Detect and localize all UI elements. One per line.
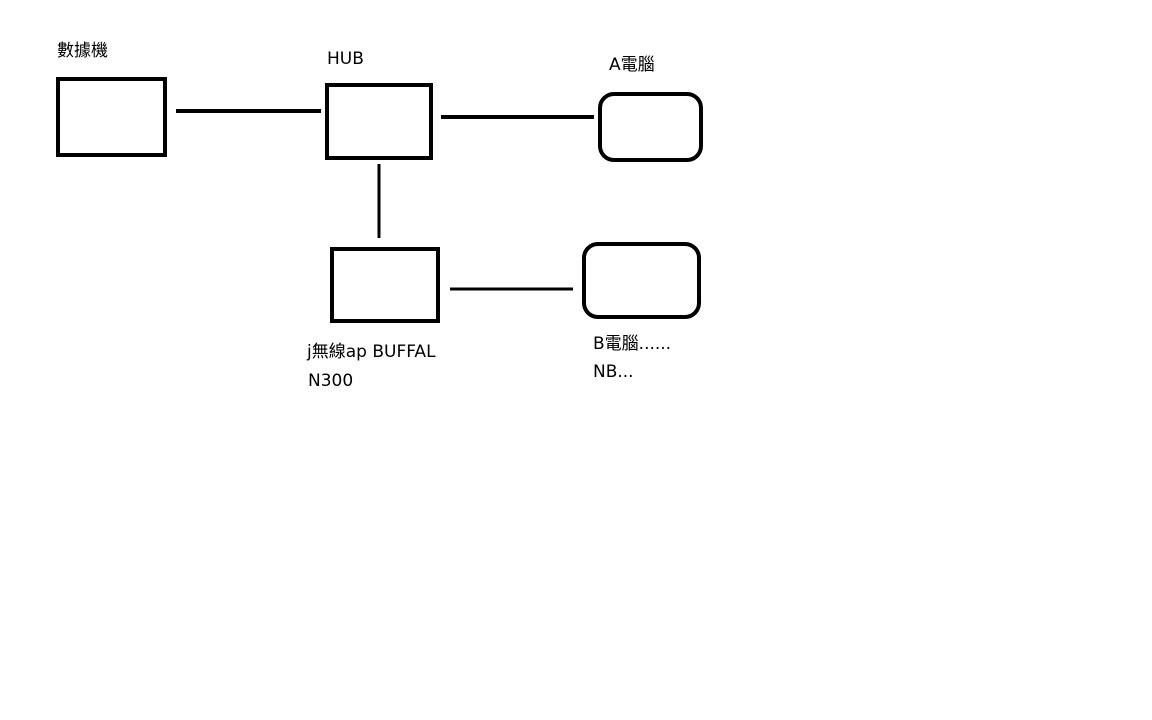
ap-box	[330, 247, 440, 323]
pc-b-label-line1: B電腦......	[593, 334, 672, 354]
modem-label: 數據機	[57, 41, 108, 61]
pc-b-box	[582, 242, 701, 319]
hub-label: HUB	[327, 49, 364, 69]
hub-box	[325, 83, 433, 160]
ap-label-line2: N300	[308, 371, 354, 391]
pc-a-box	[598, 92, 703, 162]
pc-a-label: A電腦	[609, 55, 655, 75]
pc-b-label-line2: NB...	[593, 362, 634, 382]
ap-label-line1: j無線ap BUFFAL	[307, 342, 436, 362]
modem-box	[56, 77, 167, 157]
